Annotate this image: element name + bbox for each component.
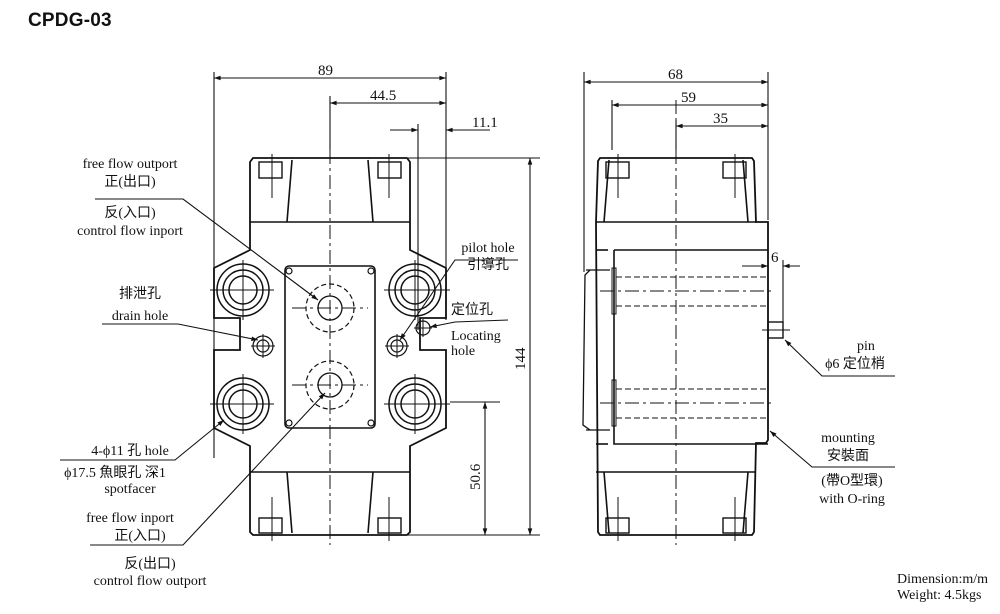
label-pilot-hole-zh: 引導孔 [467, 257, 509, 273]
label-pilot-hole: pilot hole [461, 241, 514, 256]
side-view: 68 59 35 6 [582, 67, 895, 545]
label-oring-zh: (帶O型環) [821, 473, 883, 489]
label-drain-hole-zh: 排泄孔 [119, 286, 161, 302]
dimension-unit: Dimension:m/m [897, 572, 988, 587]
drawing-title: CPDG-03 [28, 10, 112, 31]
label-control-flow-outport: control flow outport [94, 574, 207, 589]
label-control-flow-inport: control flow inport [77, 224, 183, 239]
dim-44-5: 44.5 [370, 88, 396, 104]
label-mounting: mounting [821, 431, 875, 446]
label-drain-hole: drain hole [112, 309, 168, 324]
dim-59: 59 [681, 90, 696, 106]
label-locating-hole-2: hole [451, 344, 475, 359]
dim-68: 68 [668, 67, 683, 83]
front-view-labels: free flow outport 正(出口) 反(入口) control fl… [64, 157, 515, 589]
label-locating-hole: Locating [451, 329, 501, 344]
dim-89: 89 [318, 63, 333, 79]
label-free-flow-outport-zh: 正(出口) [104, 174, 156, 190]
label-pin-zh: ϕ6 定位梢 [825, 356, 885, 372]
drawing-footer: Dimension:m/m Weight: 4.5kgs [897, 572, 988, 604]
dim-6: 6 [771, 250, 779, 266]
label-pin: pin [857, 339, 875, 354]
label-control-flow-outport-zh: 反(出口) [124, 556, 176, 572]
dim-50-6: 50.6 [468, 463, 484, 490]
label-oring: with O-ring [819, 492, 885, 507]
side-view-labels: pin ϕ6 定位梢 mounting 安裝面 (帶O型環) with O-ri… [819, 339, 885, 507]
dim-11-1: 11.1 [472, 115, 498, 131]
label-free-flow-outport: free flow outport [83, 157, 178, 172]
front-view: 89 44.5 11.1 144 50.6 [60, 63, 540, 546]
label-free-flow-inport: free flow inport [86, 511, 174, 526]
label-spotfacer: spotfacer [104, 482, 156, 497]
label-spotface: ϕ17.5 魚眼孔 深1 [64, 465, 166, 481]
label-locating-hole-zh: 定位孔 [451, 302, 493, 318]
label-control-flow-inport-zh: 反(入口) [104, 205, 156, 221]
label-mounting-hole: 4-ϕ11 孔 hole [91, 443, 169, 459]
weight: Weight: 4.5kgs [897, 588, 982, 603]
dim-35: 35 [713, 111, 728, 127]
label-mounting-zh: 安裝面 [827, 448, 869, 464]
label-free-flow-inport-zh: 正(入口) [114, 529, 166, 544]
dim-144: 144 [513, 347, 529, 370]
